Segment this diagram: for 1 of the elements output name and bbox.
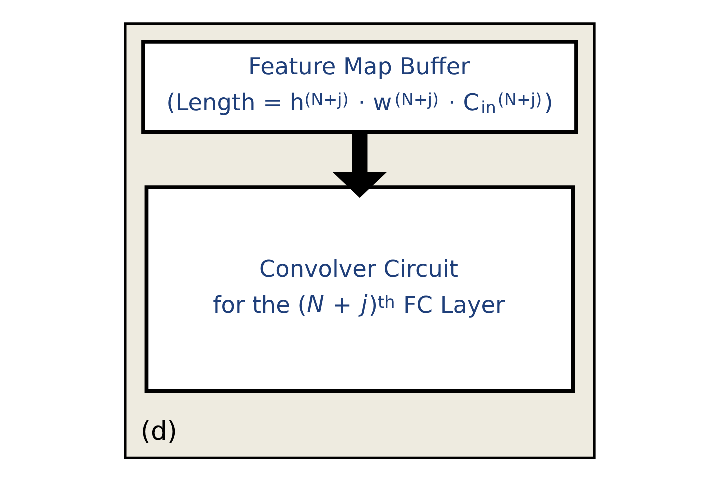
arrow bbox=[332, 132, 388, 198]
